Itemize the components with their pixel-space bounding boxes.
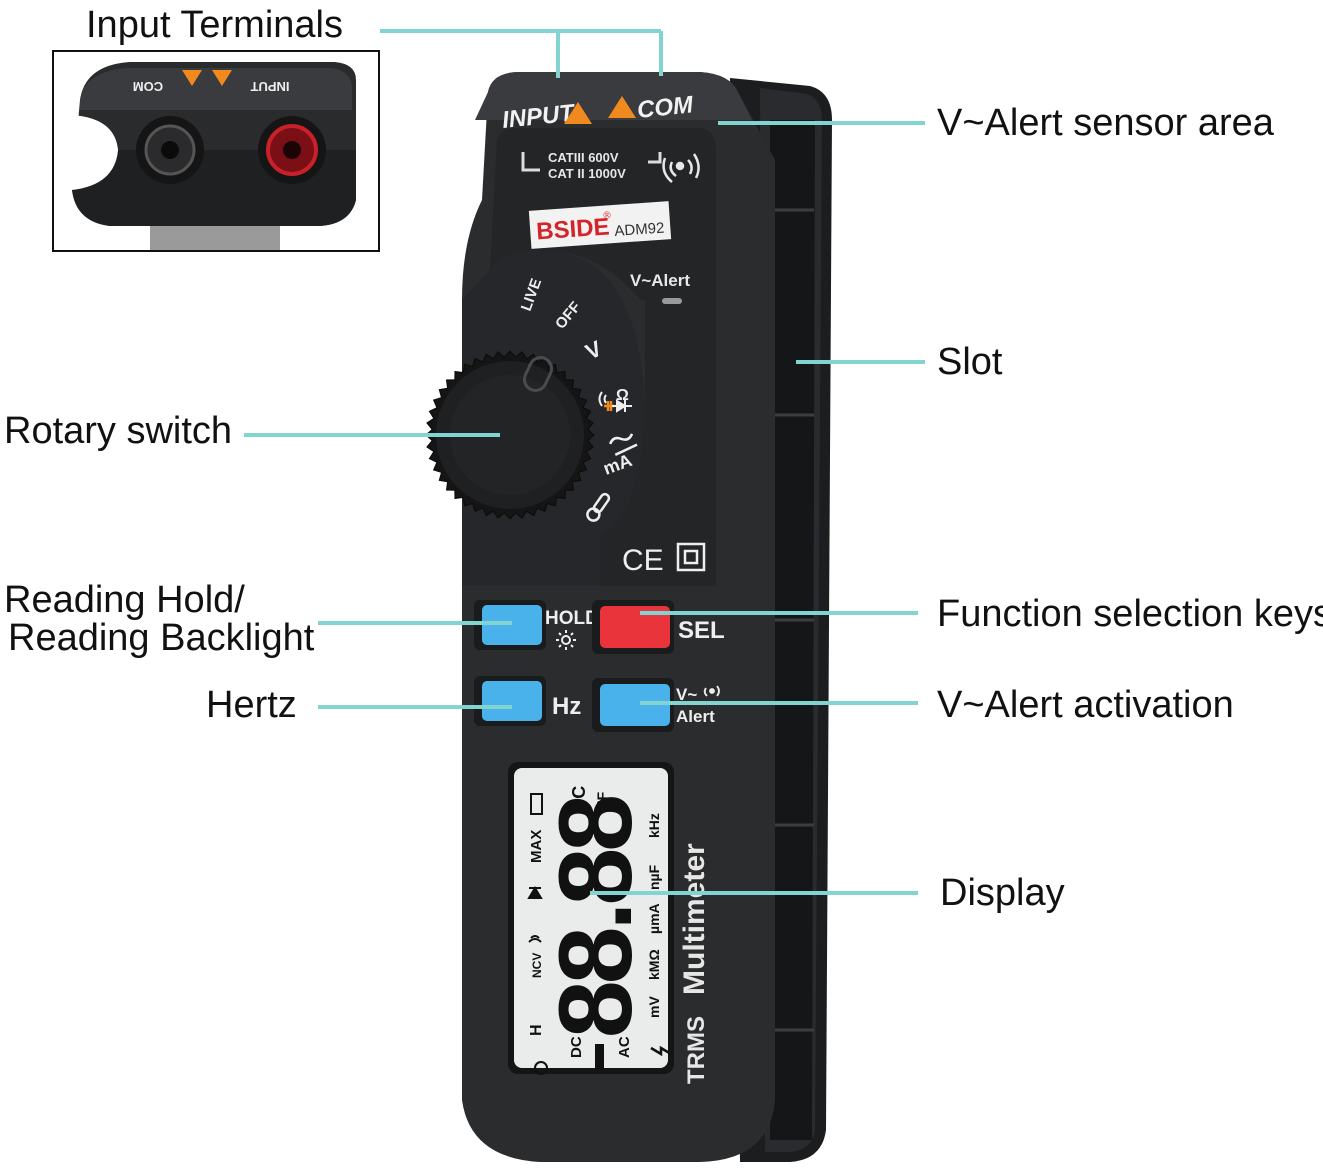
rotary-switch[interactable] (425, 350, 595, 520)
callout-input-terminals (380, 29, 663, 78)
inset-warning-icon (212, 70, 232, 86)
label-valert-sensor: V~Alert sensor area (937, 102, 1274, 144)
inset-warning-icon-2 (182, 70, 202, 86)
lcd-battery-icon (530, 793, 543, 815)
label-rotary-switch: Rotary switch (4, 410, 233, 452)
label-reading-hold: Reading Hold/ (4, 579, 245, 621)
cat2-rating: CAT II 1000V (548, 166, 626, 181)
dial-diode-icon (612, 399, 632, 413)
hz-button-label: Hz (552, 693, 581, 720)
side-text-trms: TRMS (683, 1016, 710, 1084)
brand-plate: BSIDE ® ADM92 (528, 201, 672, 249)
lcd-digits: 88.88 (538, 797, 654, 1038)
warning-icon-com (608, 96, 636, 118)
valert-button[interactable] (592, 678, 674, 732)
warning-icon-input (564, 102, 592, 124)
callout-lines (244, 29, 925, 895)
inset-com-label: COM (133, 79, 163, 94)
label-reading-backlight: Reading Backlight (8, 617, 315, 659)
ncv-wave-icon (662, 153, 700, 183)
brand-registered: ® (603, 210, 612, 222)
lcd-minus-sign (595, 1044, 604, 1070)
hz-button[interactable] (474, 676, 546, 726)
double-insulation-icon (676, 542, 706, 572)
lcd-unit-kmohm: kMΩ (646, 949, 662, 980)
lcd-hold-indicator: H (528, 1024, 545, 1036)
knob-pointer-icon (522, 356, 554, 392)
lcd-continuity-icon (528, 935, 542, 943)
lcd-display: 88.88 MAX NCV H DC AC kHz nµF µmA kMΩ mV… (508, 762, 674, 1075)
lcd-diode-icon (527, 886, 543, 899)
lcd-unit-khz: kHz (646, 813, 662, 838)
valert-button-label-1: V~ (676, 685, 697, 704)
lcd-unit-uma: µmA (646, 903, 662, 934)
label-input-terminals: Input Terminals (86, 4, 343, 46)
valert-wave-icon (703, 685, 720, 697)
brand-name: BSIDE (535, 213, 610, 245)
inset-input-label: INPUT (250, 79, 289, 94)
lcd-unit-nuf: nµF (646, 864, 662, 890)
terminal-com-label: COM (636, 91, 696, 124)
dial-acdc-icon (609, 433, 638, 456)
label-slot: Slot (937, 341, 1003, 383)
sel-button[interactable] (592, 600, 674, 654)
lcd-ncv: NCV (530, 953, 544, 978)
label-display: Display (940, 872, 1065, 914)
sel-button-label: SEL (678, 617, 725, 644)
lcd-dc: DC (568, 1036, 585, 1058)
label-valert-activation: V~Alert activation (937, 684, 1234, 726)
lcd-temp-c: °C (569, 786, 589, 806)
lcd-auto-off-icon (534, 1061, 548, 1075)
side-text-multimeter: Multimeter (678, 843, 711, 995)
valert-indicator-label: V~Alert (630, 271, 690, 290)
ce-mark: CE (622, 544, 664, 577)
backlight-sun-icon (556, 630, 576, 650)
lcd-temp-f: °F (594, 791, 610, 806)
cat3-rating: CATIII 600V (548, 150, 619, 165)
valert-button-label-2: Alert (676, 707, 715, 726)
model-number: ADM92 (614, 220, 665, 240)
dial-thermometer-icon (586, 492, 611, 522)
dial-ohm: Ω (616, 387, 629, 404)
dial-continuity-icon (598, 391, 607, 407)
label-function-selection: Function selection keys (937, 593, 1323, 635)
valert-led (662, 298, 682, 304)
lcd-lightning-icon (650, 1045, 672, 1057)
terminals-inset: INPUT COM (52, 50, 380, 252)
label-hertz: Hertz (206, 684, 297, 726)
hold-button-label: HOLD (545, 608, 599, 629)
lcd-unit-mv: mV (646, 996, 662, 1018)
lcd-max: MAX (528, 830, 545, 863)
lcd-ac: AC (616, 1036, 633, 1058)
